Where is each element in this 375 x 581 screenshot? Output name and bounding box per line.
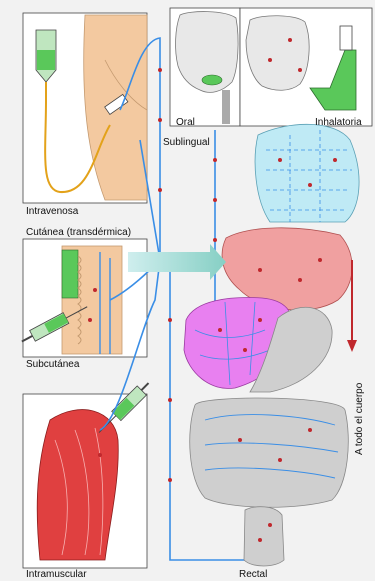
label-intravenosa: Intravenosa [26, 207, 78, 217]
muscle [37, 410, 118, 560]
label-intramuscular: Intramuscular [26, 570, 87, 580]
label-todo-el-cuerpo: A todo el cuerpo [355, 383, 365, 455]
transdermal-patch-icon [62, 250, 78, 298]
label-rectal: Rectal [239, 570, 267, 580]
oral-pill-icon [202, 75, 222, 85]
rectum [244, 507, 284, 566]
label-sublingual: Sublingual [163, 138, 210, 148]
to-body-arrowhead [347, 340, 357, 352]
intestines [190, 398, 349, 507]
lungs [255, 124, 359, 222]
label-subcutanea: Subcutánea [26, 360, 79, 370]
label-cutanea: Cutánea (transdérmica) [26, 228, 131, 238]
label-inhalatoria: Inhalatoria [315, 118, 362, 128]
label-oral: Oral [176, 118, 195, 128]
